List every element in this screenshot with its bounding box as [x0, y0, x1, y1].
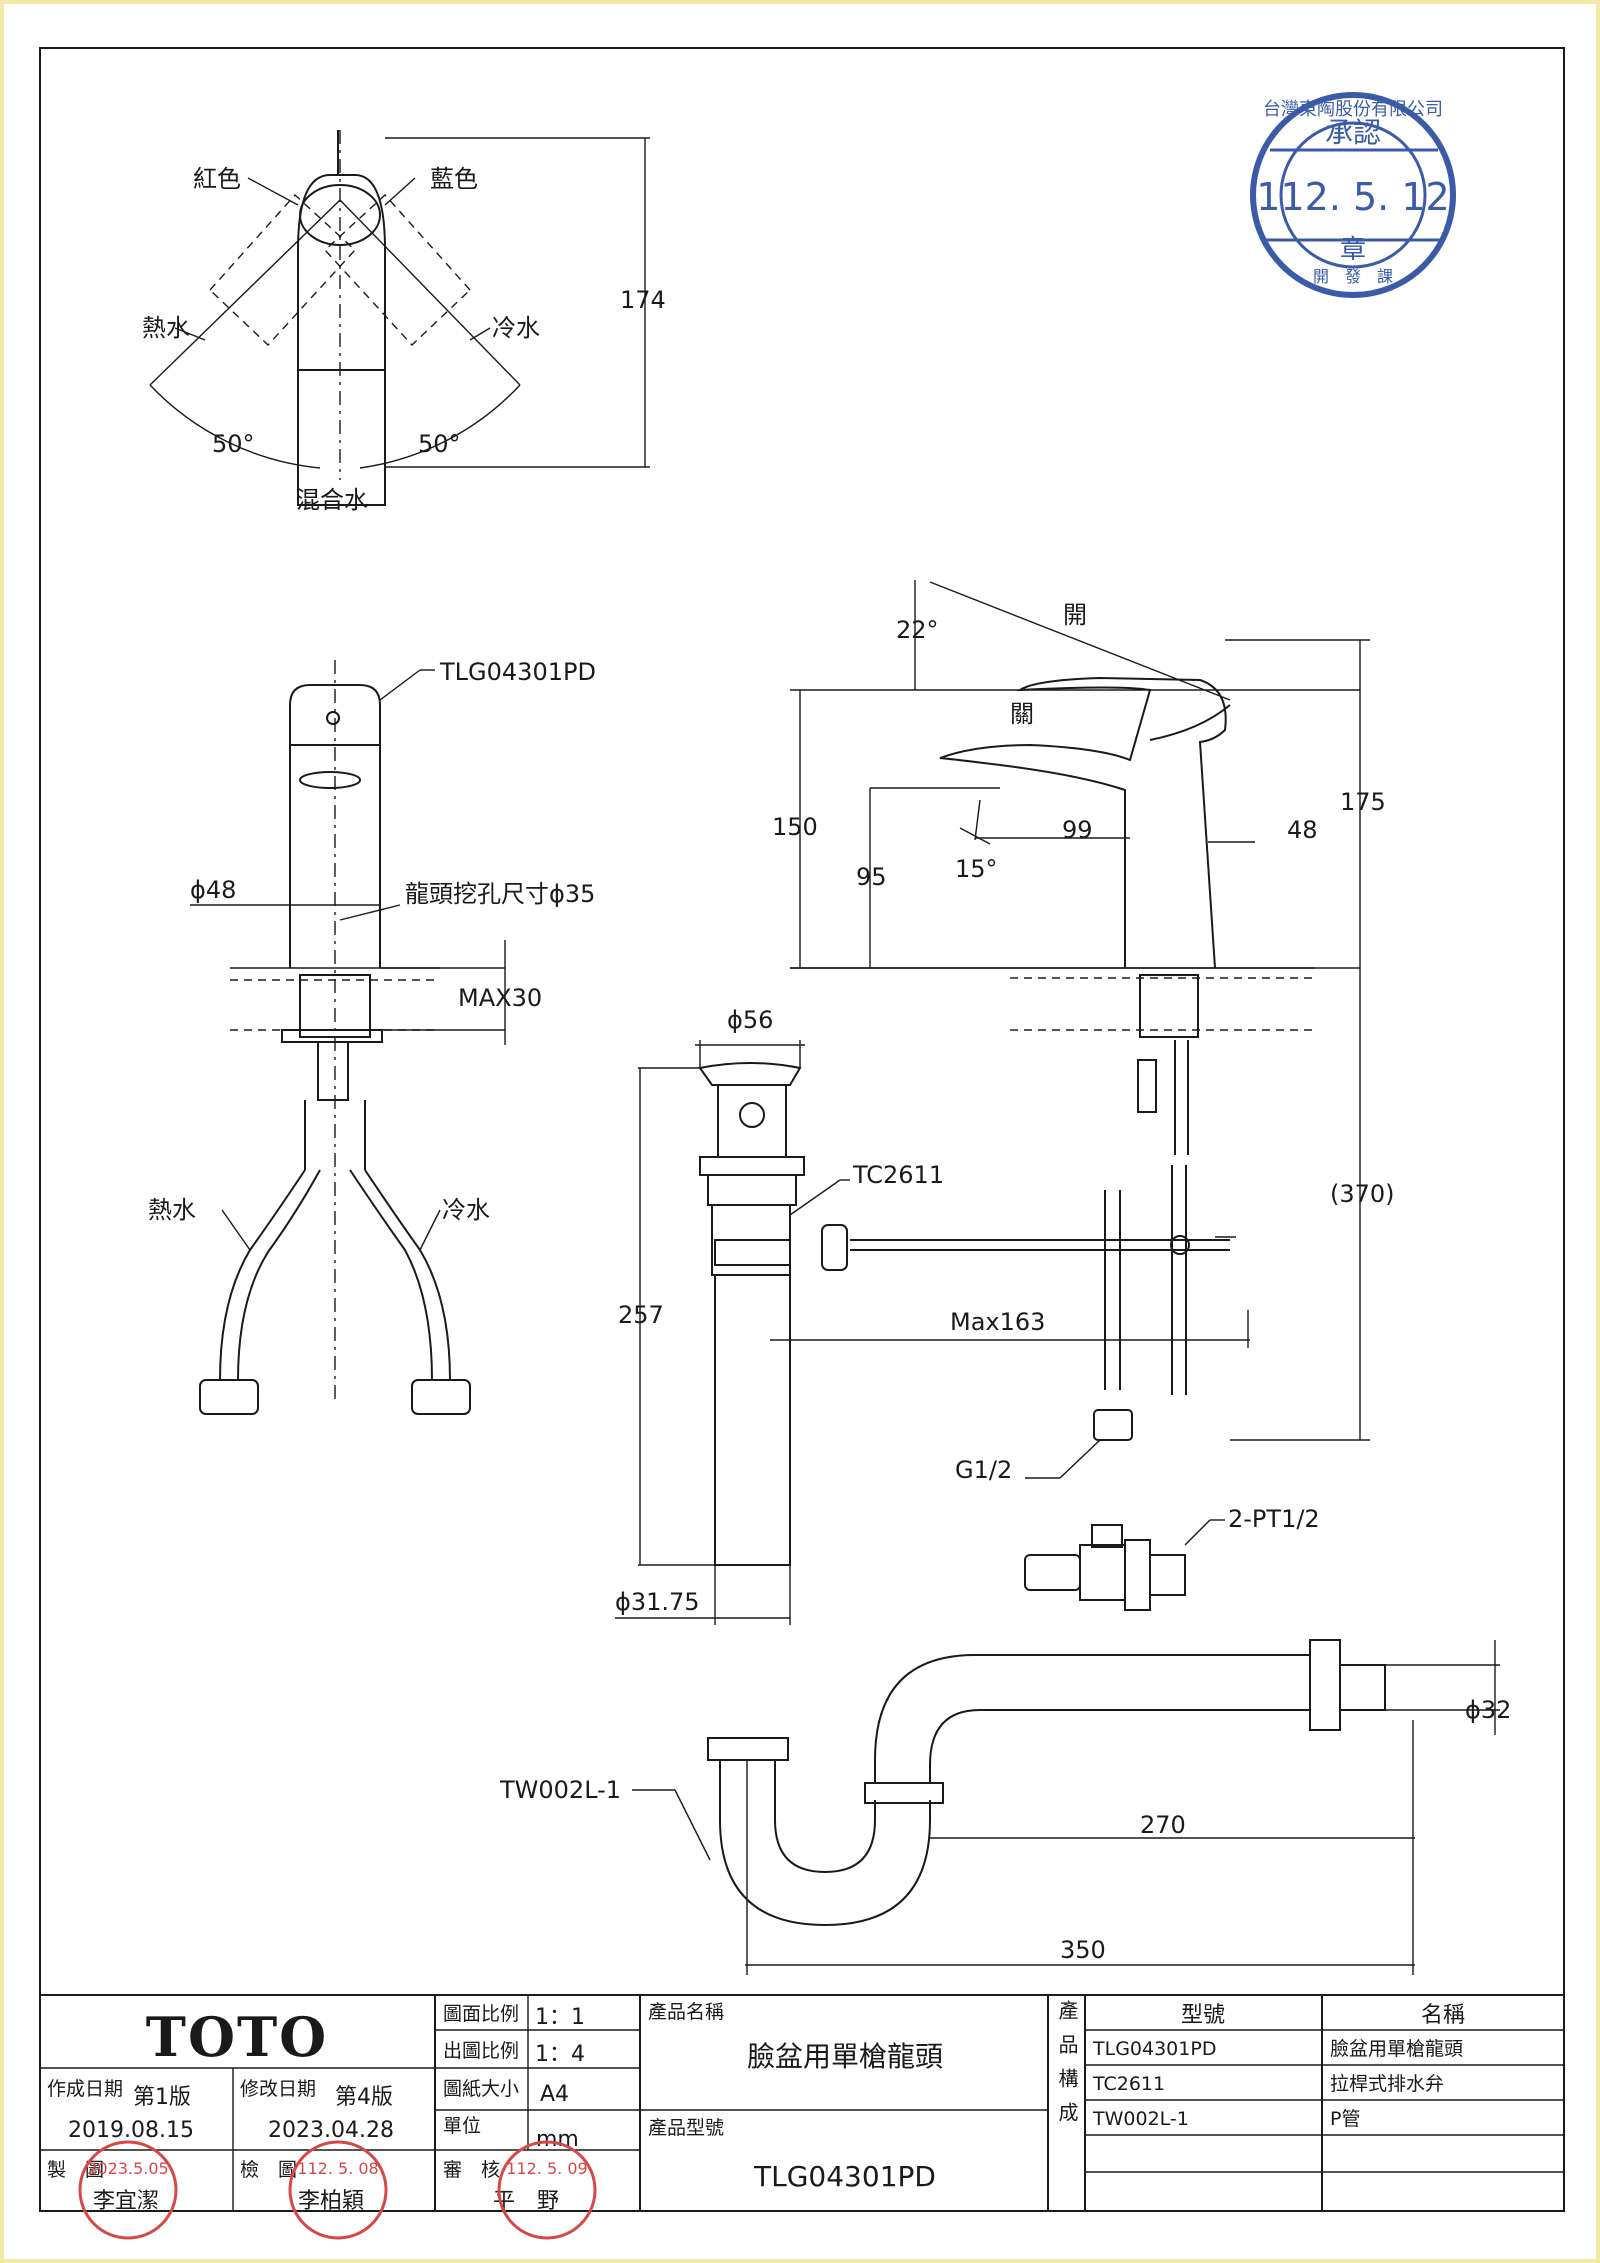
- checked-stamp-date: 112. 5. 08: [297, 2159, 378, 2178]
- checked-by: 李柏穎: [298, 2189, 364, 2214]
- dim-174: 174: [620, 286, 666, 314]
- part-1-model: TLG04301PD: [1092, 2038, 1216, 2060]
- drawn-label: 製 圖: [47, 2159, 104, 2181]
- label-model-main: TLG04301PD: [439, 658, 596, 686]
- dim-dia-3175: ϕ31.75: [615, 1588, 700, 1616]
- p-trap: [632, 1639, 1500, 1975]
- dim-370: (370): [1330, 1180, 1395, 1208]
- stamp-approval-seal: 章: [1340, 235, 1366, 265]
- label-angle-left: 50°: [212, 430, 255, 458]
- product-model-label: 產品型號: [648, 2117, 724, 2139]
- label-cold: 冷水: [492, 314, 540, 342]
- drawing-frame: [39, 47, 1565, 2212]
- checked-label: 檢 圖: [240, 2159, 297, 2181]
- col-name-header: 名稱: [1421, 2003, 1465, 2028]
- label-mix: 混合水: [296, 486, 368, 514]
- label-cold-2: 冷水: [442, 1196, 490, 1224]
- label-hot: 熱水: [142, 314, 190, 342]
- dim-257: 257: [618, 1301, 664, 1329]
- created-version: 第1版: [133, 2085, 191, 2110]
- front-view-faucet: [190, 660, 506, 1415]
- label-hole-size: 龍頭挖孔尺寸ϕ35: [405, 880, 595, 908]
- dim-angle-22: 22°: [896, 616, 939, 644]
- label-open: 開: [1063, 601, 1087, 629]
- print-scale-label: 出圖比例: [443, 2040, 519, 2062]
- revised-version: 第4版: [335, 2085, 393, 2110]
- label-blue: 藍色: [430, 165, 478, 193]
- composition-label: 產品構成: [1055, 2000, 1079, 2136]
- paper-value: A4: [540, 2082, 569, 2107]
- red-stamps: [78, 2140, 597, 2240]
- stamp-approval-title: 承認: [1325, 116, 1381, 149]
- label-g12: G1/2: [955, 1456, 1012, 1484]
- part-2-name: 拉桿式排水弁: [1330, 2073, 1444, 2095]
- unit-label: 單位: [443, 2115, 481, 2137]
- part-3-model: TW002L-1: [1092, 2108, 1189, 2130]
- dim-150: 150: [772, 813, 818, 841]
- side-view-faucet: [790, 580, 1370, 1479]
- label-hot-2: 熱水: [148, 1196, 196, 1224]
- dim-max163: Max163: [950, 1308, 1045, 1336]
- dim-dia-32: ϕ32: [1465, 1696, 1511, 1724]
- top-view-handle-angles: [149, 130, 650, 506]
- dim-angle-15: 15°: [955, 855, 998, 883]
- stamp-approval-date: 112. 5. 12: [1256, 175, 1449, 219]
- revised-label: 修改日期: [240, 2078, 316, 2100]
- dim-99: 99: [1062, 816, 1093, 844]
- scale-value: 1：1: [535, 2005, 585, 2030]
- label-tw002l: TW002L-1: [499, 1776, 621, 1804]
- approved-stamp-date: 112. 5. 09: [506, 2159, 587, 2178]
- label-close: 關: [1010, 700, 1034, 728]
- created-date: 2019.08.15: [68, 2118, 194, 2143]
- brand-logo: TOTO: [146, 2005, 328, 2069]
- scale-label: 圖面比例: [443, 2003, 519, 2025]
- dim-270: 270: [1140, 1811, 1186, 1839]
- product-name: 臉盆用單槍龍頭: [747, 2040, 943, 2073]
- part-3-name: P管: [1330, 2108, 1360, 2130]
- label-red: 紅色: [193, 165, 241, 193]
- product-model: TLG04301PD: [753, 2160, 936, 2193]
- dim-175: 175: [1340, 788, 1386, 816]
- angle-valve: [1024, 1519, 1225, 1611]
- dim-dia-56: ϕ56: [727, 1006, 773, 1034]
- part-2-model: TC2611: [1092, 2073, 1165, 2095]
- drain-assembly: [615, 1040, 1250, 1625]
- created-label: 作成日期: [47, 2078, 123, 2100]
- revised-date: 2023.04.28: [268, 2118, 394, 2143]
- label-tc2611: TC2611: [852, 1161, 944, 1189]
- paper-label: 圖紙大小: [443, 2078, 519, 2100]
- approved-label: 審 核: [443, 2159, 500, 2181]
- dim-max30: MAX30: [458, 984, 542, 1012]
- col-model-header: 型號: [1181, 2003, 1225, 2028]
- dim-dia-48: ϕ48: [190, 876, 236, 904]
- approval-stamp: [1250, 92, 1456, 298]
- dim-48: 48: [1287, 816, 1318, 844]
- drawn-stamp-date: 2023.5.05: [87, 2159, 168, 2178]
- dim-350: 350: [1060, 1936, 1106, 1964]
- label-angle-right: 50°: [418, 430, 461, 458]
- label-pt12: 2-PT1/2: [1228, 1505, 1320, 1533]
- product-name-label: 產品名稱: [648, 2001, 724, 2023]
- stamp-approval-dept: 開 發 課: [1313, 267, 1393, 286]
- title-block: [39, 1994, 1565, 2212]
- print-scale-value: 1：4: [535, 2042, 585, 2067]
- drawn-by: 李宜潔: [93, 2189, 159, 2214]
- stamp-company-ring: 台灣東陶股份有限公司: [1263, 99, 1443, 120]
- dim-95: 95: [856, 863, 887, 891]
- part-1-name: 臉盆用單槍龍頭: [1330, 2038, 1463, 2060]
